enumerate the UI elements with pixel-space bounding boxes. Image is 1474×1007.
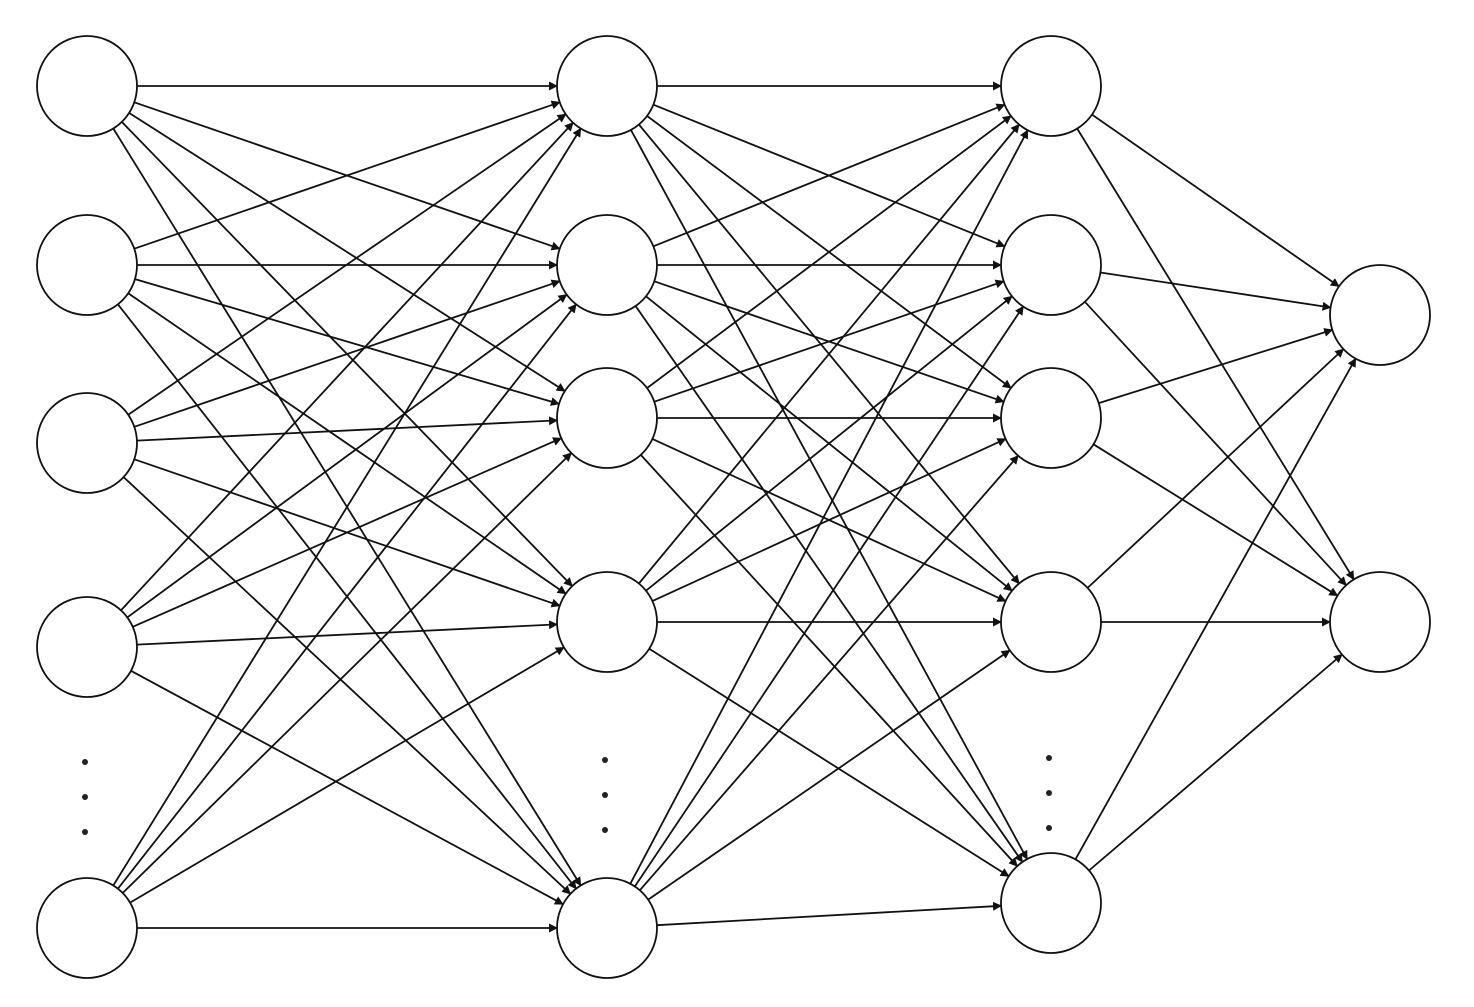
ellipsis-dot-layer-2-2 — [602, 792, 608, 798]
node-layer-3-5 — [1000, 852, 1102, 954]
edge-l3n3-to-l4n1 — [1098, 328, 1334, 404]
node-layer-2-1 — [556, 35, 658, 137]
node-layer-4-1 — [1329, 264, 1431, 366]
edge-l2n4-to-l3n3 — [652, 438, 1007, 602]
edge-l3n3-to-l4n2 — [1093, 443, 1339, 597]
edge-l2n5-to-l3n3 — [639, 455, 1019, 891]
node-layer-1-5 — [36, 877, 138, 979]
edge-l1n2-to-l2n3 — [134, 278, 560, 406]
node-layer-1-2 — [36, 214, 138, 316]
edge-l1n3-to-l2n3 — [136, 416, 558, 442]
node-layer-1-1 — [36, 35, 138, 137]
ellipsis-dot-layer-1-3 — [82, 829, 88, 835]
node-layer-2-4 — [556, 571, 658, 673]
ellipsis-dot-layer-3-2 — [1046, 790, 1052, 796]
edge-l2n5-to-l3n4 — [647, 649, 1011, 901]
node-layer-1-4 — [36, 596, 138, 698]
edge-l2n5-to-l3n5 — [656, 901, 1002, 927]
node-layer-3-3 — [1000, 367, 1102, 469]
node-layer-3-4 — [1000, 571, 1102, 673]
edge-l1n5-to-l2n1 — [112, 127, 582, 886]
edge-l3n5-to-l4n2 — [1088, 653, 1343, 872]
edge-l1n4-to-l2n3 — [132, 437, 563, 628]
edge-l2n1-to-l3n5 — [630, 129, 1028, 860]
edge-l1n5-to-l2n4 — [129, 646, 565, 904]
edge-l1n4-to-l2n2 — [126, 293, 568, 619]
layer-ellipses — [82, 755, 1052, 835]
edge-l2n4-to-l3n5 — [648, 647, 1010, 878]
edge-l3n1-to-l4n2 — [1076, 128, 1355, 581]
node-layer-3-2 — [1000, 214, 1102, 316]
node-layer-1-3 — [36, 392, 138, 494]
edge-l1n3-to-l2n5 — [122, 476, 572, 895]
edge-l1n2-to-l2n4 — [127, 292, 567, 595]
edge-l2n5-to-l3n2 — [634, 305, 1024, 888]
ellipsis-dot-layer-3-3 — [1046, 825, 1052, 831]
node-layer-2-5 — [556, 877, 658, 979]
node-layer-4-2 — [1329, 571, 1431, 673]
edge-l1n3-to-l2n1 — [127, 113, 567, 416]
edge-l2n2-to-l3n5 — [634, 305, 1024, 863]
edge-l1n4-to-l2n1 — [120, 122, 574, 611]
edge-l2n3-to-l3n1 — [646, 115, 1012, 389]
node-layer-2-3 — [556, 367, 658, 469]
node-layer-3-1 — [1000, 35, 1102, 137]
edge-l1n2-to-l2n1 — [134, 100, 561, 250]
edge-l3n2-to-l4n1 — [1100, 271, 1332, 311]
edge-l2n4-to-l3n1 — [638, 123, 1020, 585]
ellipsis-dot-layer-3-1 — [1046, 755, 1052, 761]
edge-l2n3-to-l3n5 — [640, 454, 1018, 867]
node-layer-2-2 — [556, 214, 658, 316]
ellipsis-dot-layer-1-1 — [82, 759, 88, 765]
edge-l3n1-to-l4n1 — [1091, 113, 1340, 288]
edge-l2n4-to-l3n2 — [645, 295, 1013, 592]
edge-l1n1-to-l2n3 — [128, 112, 566, 392]
edge-l1n5-to-l2n3 — [122, 452, 572, 894]
edge-l1n3-to-l2n2 — [134, 279, 561, 428]
edge-l2n2-to-l3n1 — [653, 103, 1006, 248]
ellipsis-dot-layer-2-3 — [602, 827, 608, 833]
ellipsis-dot-layer-1-2 — [82, 794, 88, 800]
edge-l2n5-to-l3n1 — [629, 129, 1029, 885]
edge-l3n4-to-l4n1 — [1086, 348, 1345, 589]
edge-l1n5-to-l2n2 — [117, 303, 577, 890]
edge-l3n2-to-l4n2 — [1084, 301, 1347, 586]
connection-edges — [112, 81, 1357, 933]
edge-l1n4-to-l2n5 — [130, 670, 564, 905]
edge-l1n4-to-l2n4 — [136, 620, 558, 646]
ellipsis-dot-layer-2-1 — [602, 757, 608, 763]
neuron-nodes — [36, 35, 1431, 979]
edge-l3n5-to-l4n1 — [1074, 357, 1357, 860]
edge-l2n3-to-l3n2 — [654, 279, 1005, 403]
